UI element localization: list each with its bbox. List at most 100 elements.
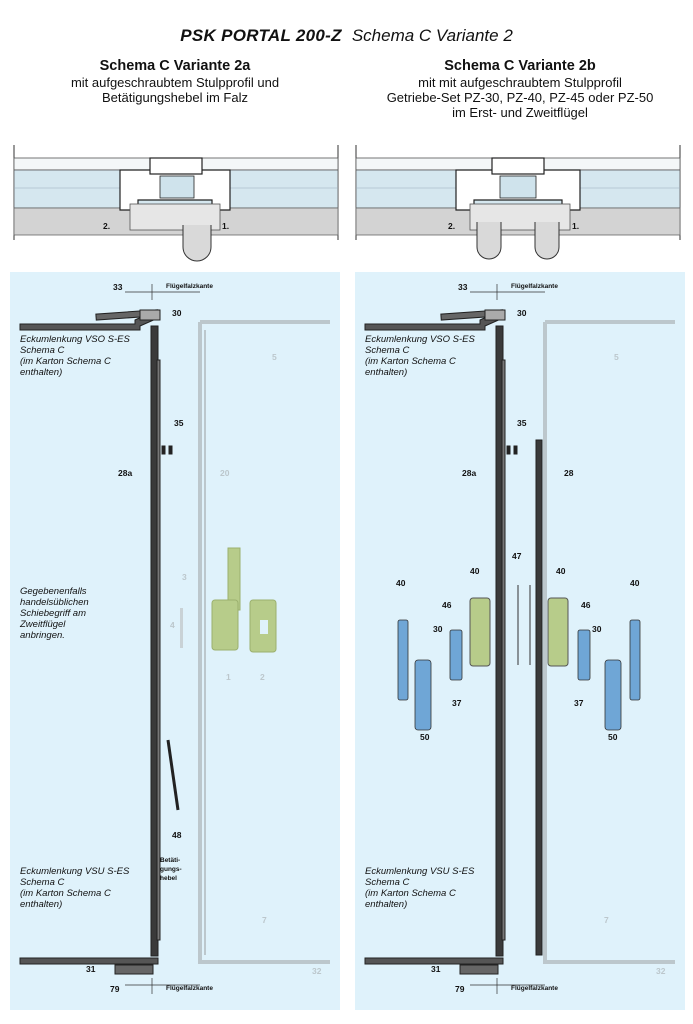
right-vsu-2: Schema C [365, 877, 410, 888]
right-label-50-right: 50 [608, 732, 618, 742]
left-fluegelfalzkante-top: Flügelfalzkante [166, 283, 213, 290]
right-label-31: 31 [431, 964, 441, 974]
left-vso-1: Eckumlenkung VSO S-ES [20, 334, 130, 345]
right-heading: Schema C Variante 2b [444, 58, 596, 74]
right-vsu-note: Eckumlenkung VSU S-ES Schema C (im Karto… [365, 866, 474, 910]
right-label-46-left: 46 [442, 600, 452, 610]
right-fluegelfalzkante-top: Flügelfalzkante [511, 283, 558, 290]
left-label-5: 5 [272, 352, 277, 362]
left-ghost-sash [198, 320, 330, 964]
right-label-37-right: 37 [574, 698, 584, 708]
right-label-37-left: 37 [452, 698, 462, 708]
title-bold: PSK PORTAL 200-Z [180, 26, 342, 45]
left-note-3: Schiebegriff am [20, 608, 87, 619]
right-dim-bottom: 79 [455, 984, 465, 994]
left-label-7: 7 [262, 915, 267, 925]
right-vsu-1: Eckumlenkung VSU S-ES [365, 866, 475, 877]
right-vso-4: enthalten) [365, 367, 408, 378]
left-ghost-handles [180, 547, 277, 653]
left-vso-note: Eckumlenkung VSO S-ES Schema C (im Karto… [20, 334, 130, 378]
right-label-28a: 28a [462, 468, 477, 478]
right-profile-section [355, 145, 681, 260]
right-vso-3: (im Karton Schema C [365, 356, 456, 367]
left-label-35: 35 [174, 418, 184, 428]
left-dim-top: 33 [113, 282, 123, 292]
right-ghost-sash [543, 320, 675, 964]
left-vsu-4: enthalten) [20, 899, 63, 910]
left-label-28a: 28a [118, 468, 133, 478]
right-vso-2: Schema C [365, 345, 410, 356]
right-sash-1-label: 1. [572, 221, 580, 231]
right-dim-top: 33 [458, 282, 468, 292]
left-label-3: 3 [182, 572, 187, 582]
right-label-40-inner-left: 40 [470, 566, 480, 576]
left-vso-4: enthalten) [20, 367, 63, 378]
right-label-30-left: 30 [433, 624, 443, 634]
left-vso-3: (im Karton Schema C [20, 356, 111, 367]
left-betaet-3: hebel [160, 875, 177, 882]
left-panel [10, 272, 340, 1010]
left-betaet-2: gungs- [160, 866, 182, 873]
left-sash-2-label: 2. [103, 221, 111, 231]
left-label-4: 4 [170, 620, 175, 630]
right-label-5: 5 [614, 352, 619, 362]
right-label-40-inner-right: 40 [556, 566, 566, 576]
left-vso-2: Schema C [20, 345, 65, 356]
right-vsu-4: enthalten) [365, 899, 408, 910]
left-handle-note: Gegebenenfalls handelsüblichen Schiebegr… [20, 586, 89, 641]
right-frame-hardware [364, 309, 543, 975]
right-label-7: 7 [604, 915, 609, 925]
left-sub-1: mit aufgeschraubtem Stulpprofil und [70, 75, 280, 90]
left-lever-label: Betäti- gungs- hebel [160, 856, 182, 883]
right-vso-1: Eckumlenkung VSO S-ES [365, 334, 475, 345]
dimension-lines [125, 284, 545, 994]
right-label-47: 47 [512, 551, 522, 561]
left-vsu-note: Eckumlenkung VSU S-ES Schema C (im Karto… [20, 866, 129, 910]
right-sub-2: Getriebe-Set PZ-30, PZ-40, PZ-45 oder PZ… [386, 90, 654, 105]
left-fluegelfalzkante-bottom: Flügelfalzkante [166, 985, 213, 992]
page-title: PSK PORTAL 200-Z Schema C Variante 2 [0, 26, 693, 46]
right-heading-block: Schema C Variante 2b mit mit aufgeschrau… [355, 58, 685, 120]
right-sash-2-label: 2. [448, 221, 456, 231]
title-variant: Schema C Variante 2 [351, 26, 513, 45]
right-label-40-outer-right: 40 [630, 578, 640, 588]
right-label-30: 30 [517, 308, 527, 318]
left-label-31: 31 [86, 964, 96, 974]
left-sash-1-label: 1. [222, 221, 230, 231]
left-ghost-1: 1 [226, 672, 231, 682]
left-sub-2: Betätigungshebel im Falz [102, 90, 248, 105]
left-profile-section [13, 145, 339, 262]
right-label-46-right: 46 [581, 600, 591, 610]
right-label-32: 32 [656, 966, 666, 976]
right-vsu-3: (im Karton Schema C [365, 888, 456, 899]
right-sub-1: mit mit aufgeschraubtem Stulpprofil [418, 75, 622, 90]
left-betaet-1: Betäti- [160, 857, 181, 864]
right-gear-sets [469, 597, 569, 667]
right-vso-note: Eckumlenkung VSO S-ES Schema C (im Karto… [365, 334, 475, 378]
left-heading-block: Schema C Variante 2a mit aufgeschraubtem… [20, 58, 330, 105]
left-vsu-2: Schema C [20, 877, 65, 888]
left-frame-hardware [19, 309, 180, 975]
left-label-30: 30 [172, 308, 182, 318]
left-label-32: 32 [312, 966, 322, 976]
left-note-5: anbringen. [20, 630, 65, 641]
left-ghost-2: 2 [260, 672, 265, 682]
left-label-48: 48 [172, 830, 182, 840]
left-dim-bottom: 79 [110, 984, 120, 994]
right-label-30-right: 30 [592, 624, 602, 634]
left-note-4: Zweitflügel [20, 619, 66, 630]
right-label-40-outer-left: 40 [396, 578, 406, 588]
right-fluegelfalzkante-bottom: Flügelfalzkante [511, 985, 558, 992]
right-handles [397, 619, 641, 731]
right-sub-3: im Erst- und Zweitflügel [452, 105, 588, 120]
right-label-50-left: 50 [420, 732, 430, 742]
right-label-35: 35 [517, 418, 527, 428]
left-vsu-3: (im Karton Schema C [20, 888, 111, 899]
left-note-2: handelsüblichen [20, 597, 89, 608]
left-vsu-1: Eckumlenkung VSU S-ES [20, 866, 130, 877]
left-heading: Schema C Variante 2a [99, 58, 251, 74]
left-note-1: Gegebenenfalls [20, 586, 87, 597]
right-label-28: 28 [564, 468, 574, 478]
left-label-20: 20 [220, 468, 230, 478]
